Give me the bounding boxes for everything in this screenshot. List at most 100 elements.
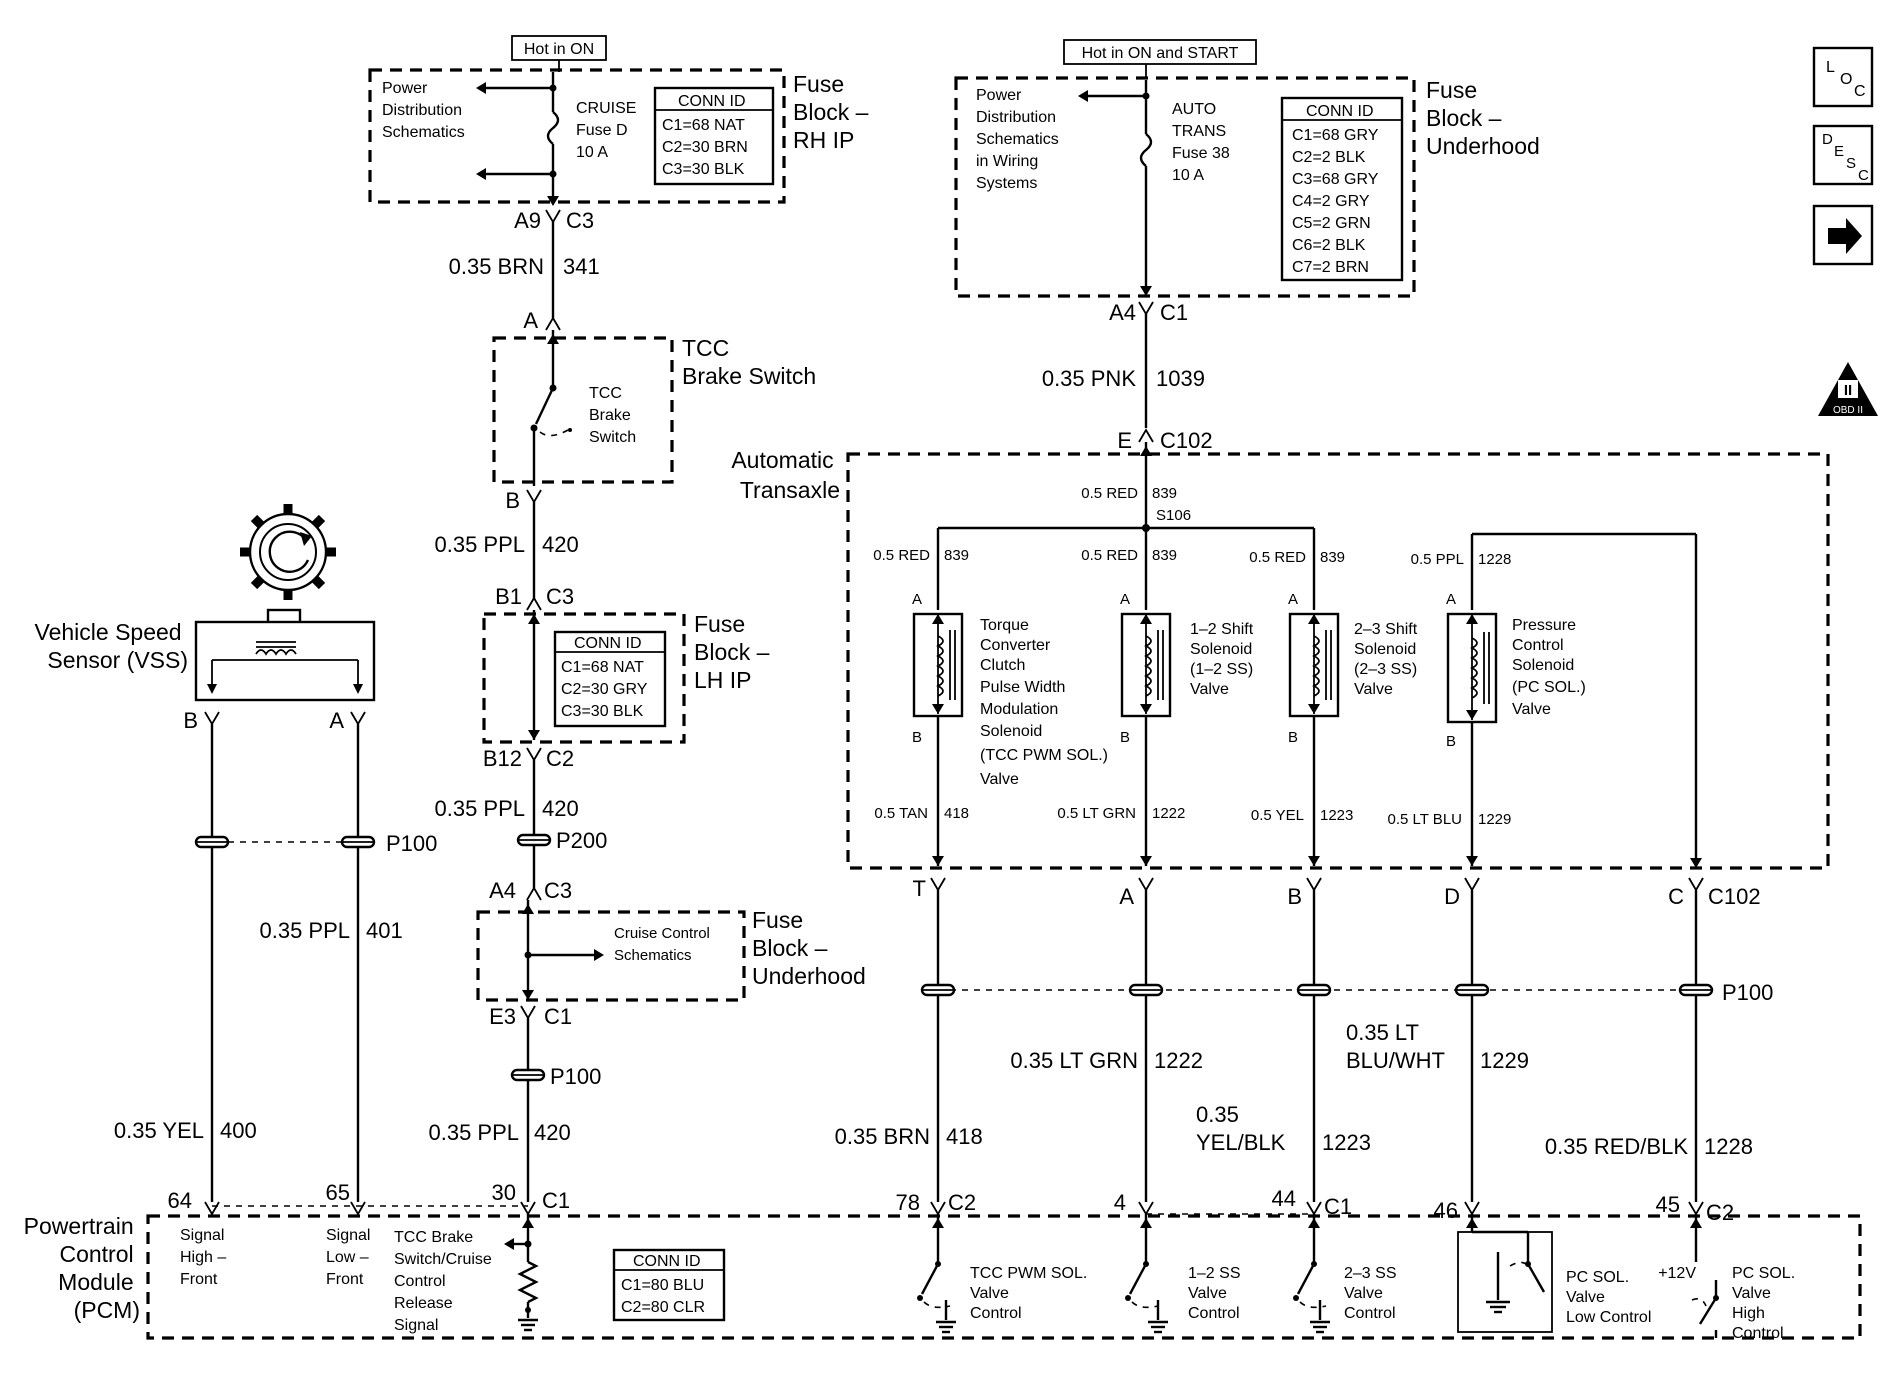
pin-label: D <box>1444 884 1460 909</box>
pin-label: A <box>1119 884 1134 909</box>
fuse-block-lh-ip: B1 C3 CONN ID C1=68 NAT C2=30 GRY C3=30 … <box>482 584 770 771</box>
switch-icon <box>534 387 555 425</box>
desc-letter: C <box>1858 167 1869 184</box>
tcc-pwm-driver: TCC PWM SOL. Valve Control <box>917 1214 1087 1334</box>
obd-label: OBD II <box>1833 405 1863 416</box>
pds-link-text[interactable]: Power Distribution Schematics <box>382 80 466 141</box>
auto-trans-fuse-label: AUTO TRANS Fuse 38 10 A <box>1172 101 1234 184</box>
solenoid-label: Pressure Control Solenoid (PC SOL.) Valv… <box>1512 617 1590 718</box>
pin-label: A <box>523 308 538 333</box>
wire-gauge: 0.35 PNK <box>1042 366 1136 391</box>
desc-button[interactable]: D E S C <box>1812 124 1874 186</box>
desc-letter: S <box>1846 155 1856 172</box>
arrow-right-icon <box>594 949 604 961</box>
switch-icon <box>920 1263 940 1295</box>
arrow-left-icon <box>476 82 486 94</box>
wire-circuit: 1223 <box>1322 1130 1371 1155</box>
arrow-left-icon <box>1078 90 1088 102</box>
fuse-block-underhood-top: Hot in ON and START Power Distribution S… <box>954 39 1540 325</box>
loc-button[interactable]: L O C <box>1812 46 1874 108</box>
signal-low-label: Signal Low – Front <box>326 1227 375 1288</box>
transaxle-title: Automatic Transaxle <box>731 447 840 503</box>
wire-circuit: 1222 <box>1152 805 1185 822</box>
pin-label: B <box>1287 884 1302 909</box>
wire-circuit: 1229 <box>1478 811 1511 828</box>
pin-label: A <box>329 708 344 733</box>
vehicle-speed-sensor: Vehicle Speed Sensor (VSS) B A <box>35 504 376 733</box>
pcm-pin-number: 65 <box>326 1180 350 1205</box>
wire-gauge: 0.35 LT BLU/WHT <box>1346 1020 1445 1073</box>
wire-circuit: 400 <box>220 1118 257 1143</box>
conn-id-table: CONN ID C1=68 NAT C2=30 GRY C3=30 BLK <box>561 635 652 720</box>
wire-circuit: 1223 <box>1320 807 1353 824</box>
tcc-brake-switch: A TCC Brake Switch TCC Brake Switch B <box>492 308 816 513</box>
pc-low-control-label: PC SOL. Valve Low Control <box>1566 1269 1651 1326</box>
solenoid-coil-icon <box>935 635 944 697</box>
arrow-left-icon <box>504 1238 514 1250</box>
fuse-block-title: Fuse Block – Underhood <box>752 907 866 989</box>
wire-gauge: 0.5 TAN <box>874 805 928 822</box>
loc-letter: L <box>1826 59 1835 76</box>
pin-label: C <box>1668 884 1684 909</box>
arrow-down-icon <box>547 196 559 206</box>
conn-label: C2 <box>546 746 574 771</box>
pds-link-text[interactable]: Power Distribution Schematics in Wiring … <box>976 87 1063 192</box>
wire-circuit: 1039 <box>1156 366 1205 391</box>
pcm-pin-number: 4 <box>1114 1190 1126 1215</box>
coil-icon <box>255 649 297 656</box>
wire-gauge: 0.35 RED/BLK <box>1545 1134 1688 1159</box>
splice-label: P200 <box>556 828 607 853</box>
conn-id-table: CONN ID C1=68 GRY C2=2 BLK C3=68 GRY C4=… <box>1292 103 1383 276</box>
pin-label: B <box>1120 729 1130 746</box>
conn-id-table: CONN ID C1=80 BLU C2=80 CLR <box>621 1253 709 1316</box>
solenoid-coil-icon <box>1469 637 1478 699</box>
wire-circuit: 418 <box>946 1124 983 1149</box>
next-arrow-button[interactable] <box>1812 204 1874 266</box>
wire-gauge: 0.35 PPL <box>434 532 525 557</box>
fuse-icon <box>1139 133 1153 167</box>
cruise-control-link[interactable]: Cruise Control Schematics <box>614 925 714 964</box>
conn-label: C1 <box>1160 300 1188 325</box>
wire-gauge: 0.5 YEL <box>1251 807 1304 824</box>
conn-label: C102 <box>1160 428 1213 453</box>
hot-in-on-label: Hot in ON <box>524 41 594 58</box>
tcc-switch-title: TCC Brake Switch <box>682 335 816 389</box>
wire-gauge: 0.5 LT BLU <box>1388 811 1463 828</box>
cruise-fuse-label: CRUISE Fuse D 10 A <box>576 100 641 161</box>
fuse-icon <box>546 111 560 145</box>
switch-icon <box>1128 1263 1148 1295</box>
pin-label: T <box>913 876 926 901</box>
fuse-block-underhood-mid: A4 C3 Cruise Control Schematics Fuse Blo… <box>476 878 866 1029</box>
solenoid-coil-icon <box>1311 635 1320 697</box>
wire-gauge: 0.5 RED <box>1081 485 1138 502</box>
solenoid-coil-icon <box>1143 635 1152 697</box>
solenoid-label: 2–3 Shift Solenoid (2–3 SS) Valve <box>1354 621 1422 698</box>
pcm-pin-number: 64 <box>168 1188 192 1213</box>
switch-icon <box>1296 1263 1316 1295</box>
pin-label: A4 <box>489 878 516 903</box>
wire-circuit: 1228 <box>1704 1134 1753 1159</box>
pin-label: A <box>912 591 922 608</box>
conn-label: C1 <box>1324 1194 1352 1219</box>
resistor-icon <box>517 1260 539 1304</box>
pin-label: B1 <box>495 584 522 609</box>
switch-label: TCC Brake Switch <box>589 385 636 446</box>
solenoid-pc-sol: 0.5 PPL 1228 A B Pressure Control Soleno… <box>1388 551 1590 866</box>
desc-letter: D <box>1822 131 1833 148</box>
conn-label: C3 <box>544 878 572 903</box>
pcm-title: Powertrain Control Module (PCM) <box>24 1213 140 1323</box>
splice-p100-mid: P100 <box>510 1064 601 1089</box>
splice-p200: P200 <box>516 828 607 853</box>
powertrain-control-module: Powertrain Control Module (PCM) 64 65 30… <box>24 1180 1862 1342</box>
wire-circuit: 401 <box>366 918 403 943</box>
desc-letter: E <box>1834 143 1844 160</box>
wire-circuit: 839 <box>944 547 969 564</box>
wire-circuit: 420 <box>534 1120 571 1145</box>
pc-high-driver: +12V PC SOL. Valve High Control <box>1658 1214 1800 1342</box>
ss23-control-label: 2–3 SS Valve Control <box>1344 1265 1401 1322</box>
pcm-pin-number: 45 <box>1656 1192 1680 1217</box>
fuse-block-title: Fuse Block – RH IP <box>793 71 875 153</box>
conn-label: C1 <box>544 1004 572 1029</box>
pin-label: B12 <box>483 746 522 771</box>
pc-high-control-label: PC SOL. Valve High Control <box>1732 1265 1800 1342</box>
